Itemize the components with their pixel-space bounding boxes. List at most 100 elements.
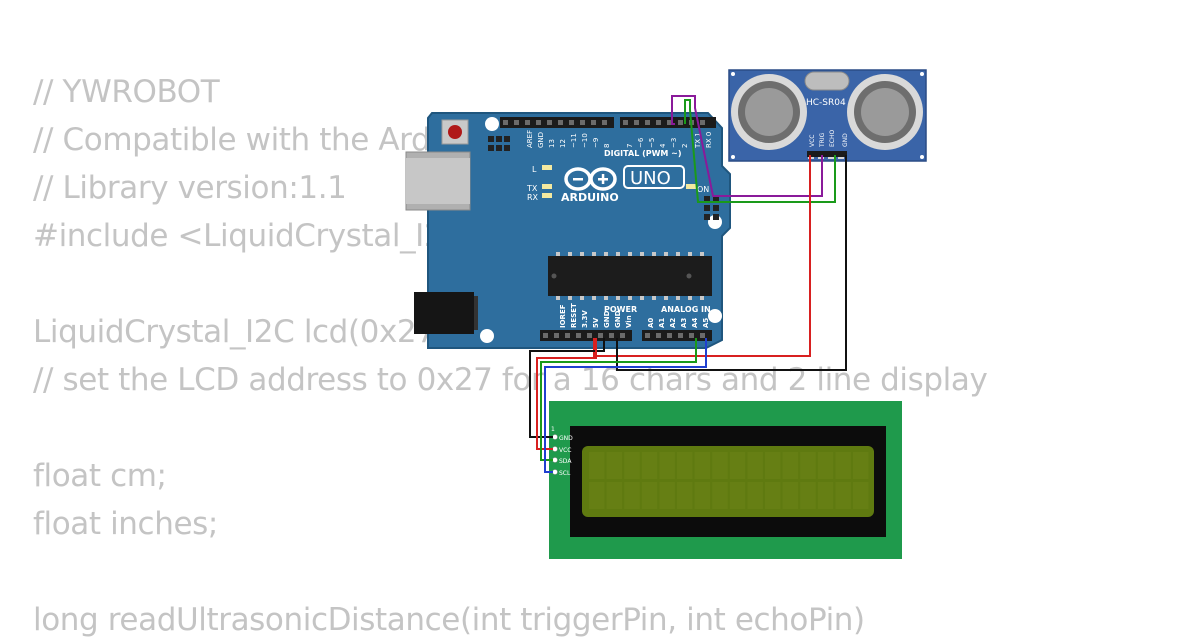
code-line: // YWROBOT <box>33 74 220 110</box>
arduino-logo-icon <box>564 167 617 191</box>
top-pin-label: 4 <box>659 143 667 148</box>
lcd-character-cell <box>677 452 693 479</box>
top-pin-label: ~11 <box>570 133 578 148</box>
top-pin-label: ~5 <box>648 138 656 148</box>
wire-sensor-vcc[interactable] <box>593 155 811 357</box>
top-pin-label: AREF <box>526 130 534 148</box>
circuit-diagram: L TX RX ON DIGITAL (PWM ~) POWER ANALOG … <box>405 69 927 559</box>
top-pin-label: 13 <box>548 139 556 148</box>
sensor-name: HC-SR04 <box>806 98 846 108</box>
lcd-character-cell <box>800 452 816 479</box>
uno-label: UNO <box>630 168 671 189</box>
lcd-pin-label: GND <box>559 435 573 442</box>
lcd-character-cell <box>782 452 799 479</box>
top-pin-label: ~10 <box>581 133 589 148</box>
lcd-character-cell <box>782 482 799 509</box>
analog-header <box>642 330 712 341</box>
wire-sensor-trig[interactable] <box>671 95 823 197</box>
bottom-pin-label: A5 <box>702 318 710 328</box>
bottom-pin-label: GND <box>603 310 611 328</box>
lcd-character-cell <box>729 482 746 509</box>
wire-sensor-gnd[interactable] <box>616 155 847 371</box>
uno-badge <box>623 165 685 189</box>
lcd-character-cell <box>624 452 640 479</box>
lcd-character-cell <box>817 482 834 509</box>
lcd-character-cell <box>624 482 640 509</box>
lcd-character-cell <box>835 452 851 479</box>
reset-button[interactable] <box>441 119 469 145</box>
wires <box>529 95 847 473</box>
bottom-pin-label: A1 <box>658 318 666 328</box>
lcd-character-cell <box>729 452 746 479</box>
sensor-pin-label: VCC <box>809 135 816 147</box>
on-label: ON <box>697 185 709 194</box>
lcd-character-cell <box>606 482 623 509</box>
lcd-character-cell <box>800 482 816 509</box>
lcd-pin-label: SCL <box>559 470 571 477</box>
wire-lcd-scl[interactable] <box>544 338 707 473</box>
lcd-character-cell <box>641 452 658 479</box>
lcd-character-cell <box>853 482 869 509</box>
bottom-pin-label: 3.3V <box>581 310 589 328</box>
lcd-character-cell <box>835 482 851 509</box>
lcd-character-cell <box>589 482 605 509</box>
top-pin-label: RX 0 <box>705 132 713 148</box>
lcd-character-cell <box>677 482 693 509</box>
top-pin-label: ~9 <box>592 138 600 148</box>
lcd-pin-label: SDA <box>559 458 572 465</box>
atmega-chip <box>548 256 712 296</box>
sensor-pin-label: ECHO <box>829 130 836 147</box>
bottom-pin-label: A4 <box>691 318 699 328</box>
dc-power-jack <box>414 292 474 334</box>
sensor-crystal <box>804 71 850 91</box>
lcd-character-cell <box>747 482 763 509</box>
code-line: // set the LCD address to 0x27 for a 16 … <box>33 362 988 398</box>
lcd-character-cell <box>641 482 658 509</box>
digital-header-label: DIGITAL (PWM ~) <box>604 149 682 158</box>
code-line: // Library version:1.1 <box>33 170 347 206</box>
top-pin-label: 12 <box>559 139 567 148</box>
lcd-pin-label: VCC <box>559 447 571 454</box>
code-line: float cm; <box>33 458 167 494</box>
lcd-character-cell <box>765 482 781 509</box>
bottom-pin-label: IOREF <box>559 304 567 328</box>
wire-sensor-echo[interactable] <box>684 99 836 203</box>
lcd-character-cell <box>589 452 605 479</box>
wire-lcd-vcc[interactable] <box>536 338 597 450</box>
lcd-pin-index: 1 <box>551 426 555 433</box>
bottom-pin-label: A2 <box>669 318 677 328</box>
top-pin-label: ~3 <box>670 138 678 148</box>
sensor-pin-label: TRIG <box>819 132 826 148</box>
lcd-character-cell <box>659 482 675 509</box>
bottom-pin-label: GND <box>614 310 622 328</box>
arduino-uno-board[interactable]: L TX RX ON DIGITAL (PWM ~) POWER ANALOG … <box>405 112 731 349</box>
top-pin-label: ~6 <box>637 137 645 148</box>
lcd-character-cell <box>765 452 781 479</box>
code-line: float inches; <box>33 506 218 542</box>
lcd-character-cell <box>712 452 728 479</box>
top-pin-label: TX 1 <box>694 132 702 149</box>
lcd-display[interactable]: 1 GND VCC SDA SCL <box>549 401 902 559</box>
arduino-brand: ARDUINO <box>561 191 619 204</box>
mounting-hole <box>480 329 494 343</box>
mounting-hole <box>485 117 499 131</box>
bottom-pin-label: A3 <box>680 318 688 328</box>
top-pin-label: 2 <box>681 144 689 148</box>
led-label-rx: RX <box>527 193 539 202</box>
top-pin-label: 7 <box>626 144 634 148</box>
lcd-character-cell <box>694 452 711 479</box>
led-label-tx: TX <box>526 184 538 193</box>
led-label-l: L <box>532 165 537 174</box>
lcd-character-cell <box>817 452 834 479</box>
analog-header-label: ANALOG IN <box>661 305 711 314</box>
lcd-character-cell <box>606 452 623 479</box>
top-pin-label: 8 <box>603 144 611 148</box>
power-header <box>540 330 632 341</box>
bottom-pin-label: Vin <box>625 315 633 328</box>
lcd-character-cell <box>747 452 763 479</box>
digital-header <box>500 117 614 128</box>
lcd-character-cell <box>694 482 711 509</box>
sensor-pin-label: GND <box>842 133 849 147</box>
bottom-pin-label: A0 <box>647 318 655 328</box>
